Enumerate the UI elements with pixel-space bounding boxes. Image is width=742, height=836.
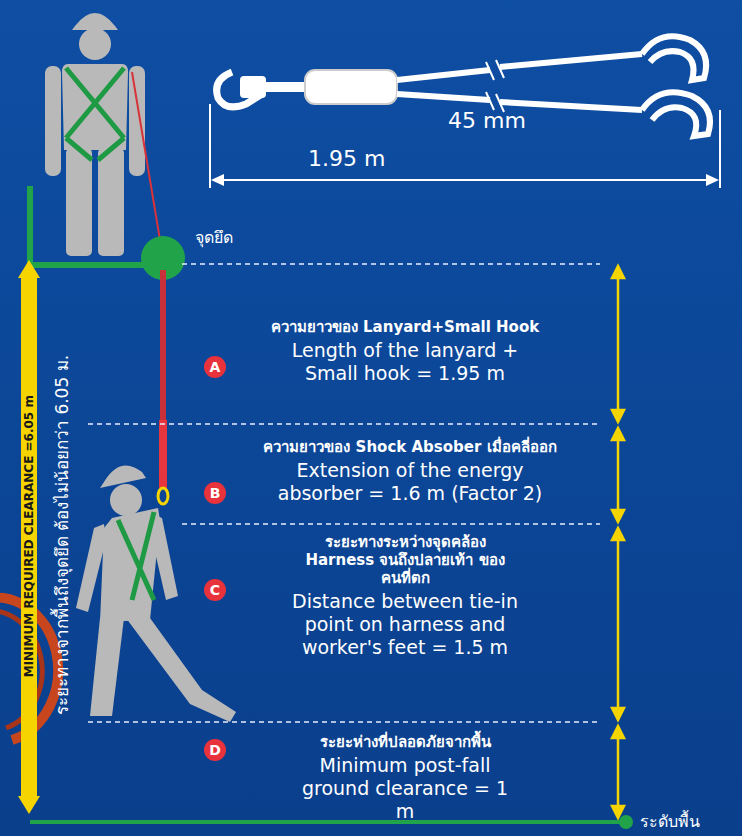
- dimension-arrows: [612, 266, 624, 818]
- callout-letter: B: [210, 486, 221, 500]
- text-block: ความยาวของ Shock Absober เมื่อคลี่ออก Ext…: [225, 438, 595, 505]
- section-text: Minimum post-fall ground clearance = 1 m: [293, 754, 518, 822]
- callout-circle: C: [204, 579, 226, 601]
- lanyard-line: [132, 72, 163, 258]
- dimension-label: 45 mm: [448, 108, 526, 134]
- section-text: Distance between tie-in point on harness…: [278, 590, 533, 658]
- hanging-worker: [76, 465, 236, 722]
- callout-letter: D: [209, 743, 221, 757]
- standing-worker: [45, 13, 145, 256]
- callout-circle: D: [204, 739, 226, 761]
- section-text: Length of the lanyard + Small hook = 1.9…: [288, 339, 523, 385]
- callout-letter: A: [210, 360, 221, 374]
- clearance-bar: [18, 260, 40, 814]
- dimension-label: 1.95 m: [308, 146, 385, 172]
- text-block: ระยะห่างที่ปลอดภัยจากพื้น Minimum post-fa…: [240, 733, 570, 822]
- clearance-label: MINIMUM REQUIRED CLEARANCE =6.05 m: [22, 395, 36, 677]
- dimension-line: [210, 104, 720, 188]
- lanyard-product: [217, 36, 710, 136]
- anchor-label: จุดยึด: [195, 228, 233, 247]
- level-line: [88, 264, 600, 722]
- clearance-note: ระยะทางจากพื้นถึงจุดยึด ต้องไม่น้อยกว่า …: [52, 355, 72, 715]
- callout-circle: B: [204, 482, 226, 504]
- section-heading: ความยาวของ Shock Absober เมื่อคลี่ออก: [263, 438, 556, 456]
- text-block: ความยาวของ Lanyard+Small HookLength of t…: [225, 318, 585, 385]
- ground-label: ระดับพื้น: [640, 812, 700, 831]
- ground-line: [30, 820, 626, 824]
- section-text: Extension of the energy absorber = 1.6 m…: [260, 459, 560, 505]
- section-heading: ระยะทางระหว่างจุดคล้อง Harness จนถึงปลาย…: [305, 533, 505, 587]
- lanyard: [160, 270, 166, 488]
- callout-letter: C: [210, 583, 220, 597]
- section-heading: ความยาวของ Lanyard+Small Hook: [271, 318, 539, 336]
- callout-circle: A: [204, 356, 226, 378]
- text-block: ระยะทางระหว่างจุดคล้อง Harness จนถึงปลาย…: [250, 533, 560, 658]
- section-heading: ระยะห่างที่ปลอดภัยจากพื้น: [320, 733, 491, 751]
